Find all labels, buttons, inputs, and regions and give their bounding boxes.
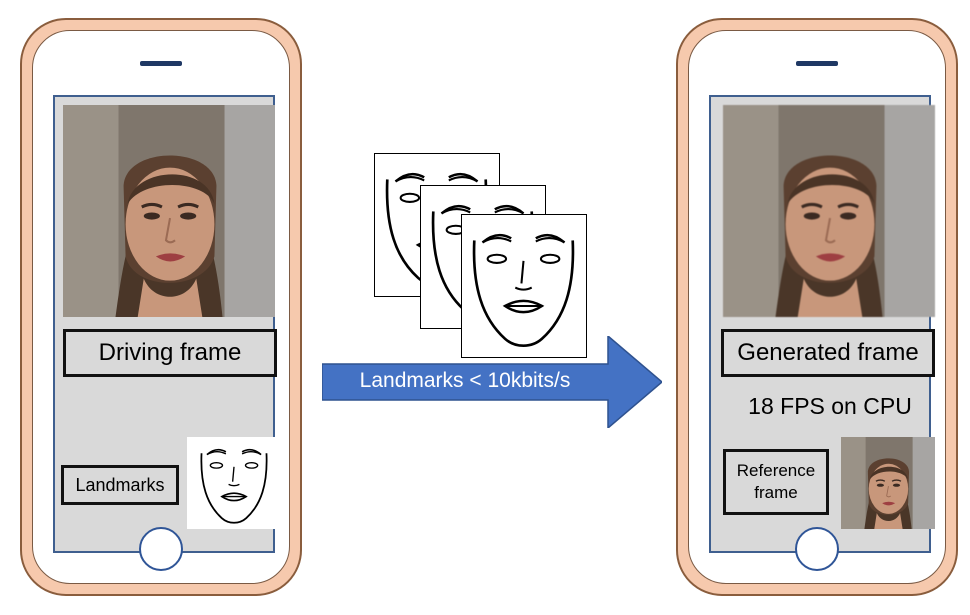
generated-frame-label: Generated frame bbox=[721, 329, 935, 377]
home-button-icon bbox=[795, 527, 839, 571]
generated-frame-text: Generated frame bbox=[737, 339, 919, 366]
landmarks-label: Landmarks bbox=[61, 465, 179, 505]
fps-text: 18 FPS on CPU bbox=[748, 393, 912, 419]
landmark-sheet-3 bbox=[461, 214, 587, 358]
right-phone: Generated frame 18 FPS on CPU Reference … bbox=[676, 18, 958, 596]
left-phone-inner: Driving frame Landmarks bbox=[32, 30, 290, 584]
transmission-arrow bbox=[322, 336, 662, 428]
right-phone-inner: Generated frame 18 FPS on CPU Reference … bbox=[688, 30, 946, 584]
speaker-icon bbox=[140, 61, 182, 66]
reference-frame-label: Reference frame bbox=[723, 449, 829, 515]
driving-frame-label: Driving frame bbox=[63, 329, 277, 377]
arrow-label: Landmarks < 10kbits/s bbox=[359, 369, 571, 392]
landmarks-text: Landmarks bbox=[75, 474, 165, 495]
driving-frame-text: Driving frame bbox=[98, 339, 242, 366]
speaker-icon bbox=[796, 61, 838, 66]
landmarks-sketch bbox=[187, 437, 281, 529]
generated-frame-photo bbox=[723, 105, 935, 317]
left-phone-screen: Driving frame Landmarks bbox=[53, 95, 281, 553]
right-phone-screen: Generated frame 18 FPS on CPU Reference … bbox=[709, 95, 935, 553]
home-button-icon bbox=[139, 527, 183, 571]
driving-frame-photo bbox=[63, 105, 275, 317]
reference-frame-photo bbox=[841, 437, 935, 529]
left-phone: Driving frame Landmarks bbox=[20, 18, 302, 596]
reference-frame-text: Reference frame bbox=[736, 461, 816, 502]
